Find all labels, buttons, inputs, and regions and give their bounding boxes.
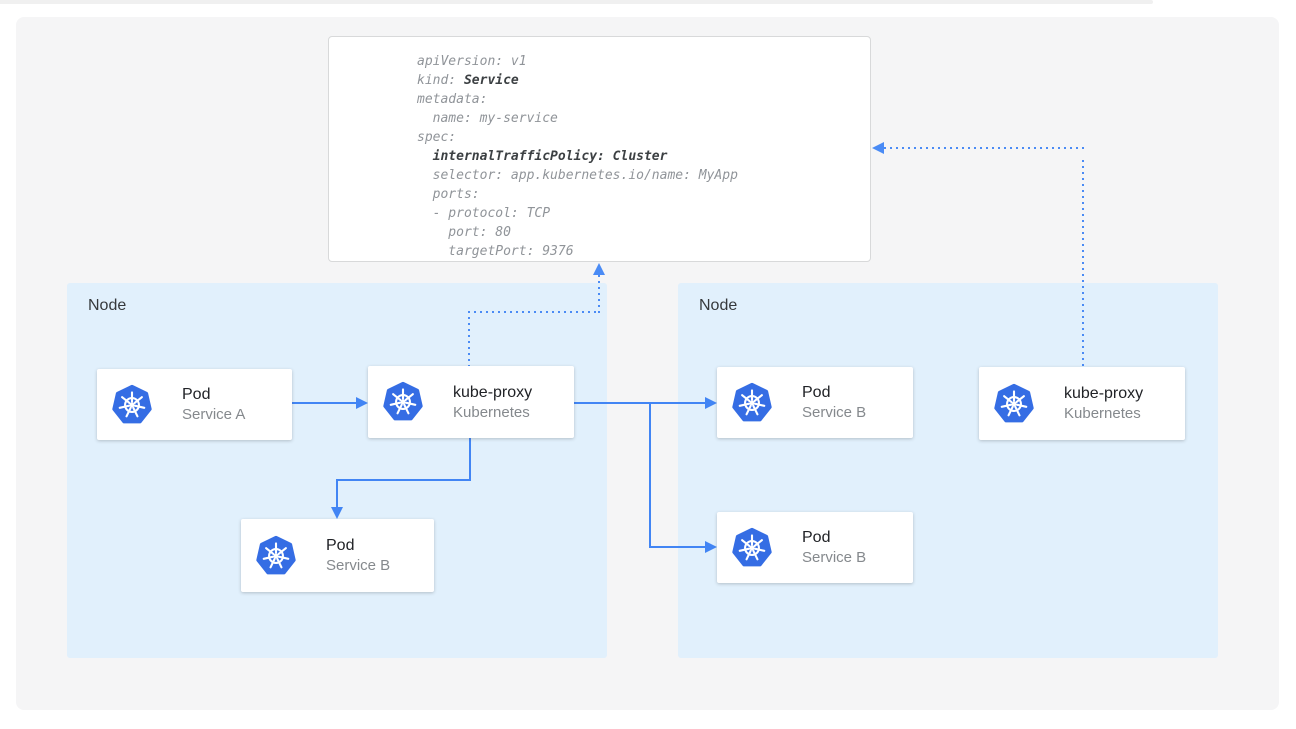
dotted-kubeproxy-right-segment: [468, 311, 600, 313]
card-subtitle: Service B: [802, 404, 867, 421]
card-title: Pod: [182, 386, 211, 403]
card-kube-proxy-left: kube-proxy Kubernetes: [368, 366, 574, 438]
arrow-pod-a-to-kubeproxy-head: [356, 397, 368, 409]
arrow-kubeproxy-to-pod-b2-head: [705, 541, 717, 553]
card-title: kube-proxy: [453, 383, 533, 401]
dotted-to-yaml-bottom-segment: [598, 275, 600, 313]
arrow-to-pod-bl-segment: [336, 479, 338, 509]
card-subtitle: Kubernetes: [453, 403, 530, 421]
card-title: Pod: [802, 529, 831, 546]
card-pod-service-a: Pod Service A: [97, 369, 292, 440]
kubernetes-icon: [256, 535, 296, 574]
kubernetes-icon: [732, 382, 772, 421]
card-subtitle: Service A: [182, 406, 246, 423]
arrow-branch-vertical: [649, 402, 651, 548]
node-left-label: Node: [88, 297, 127, 314]
arrow-pod-a-to-kubeproxy-line: [292, 402, 358, 404]
card-pod-service-b-right-1: Pod Service B: [717, 367, 913, 438]
yaml-line: name: my-service: [417, 111, 558, 126]
diagram-panel: apiVersion: v1 kind: Service metadata: n…: [16, 17, 1279, 710]
dotted-to-yaml-side-head: [872, 142, 884, 154]
card-kube-proxy-right: kube-proxy Kubernetes: [979, 367, 1185, 440]
yaml-line: targetPort: 9376: [417, 244, 574, 259]
card-subtitle: Service B: [326, 557, 391, 574]
arrow-to-pod-bl-head: [331, 507, 343, 519]
kubernetes-icon: [994, 383, 1034, 422]
kubernetes-icon: [732, 527, 772, 566]
dotted-kubeproxy-right-up-segment: [1082, 160, 1084, 367]
kubernetes-icon: [383, 381, 423, 421]
card-subtitle: Kubernetes: [1064, 405, 1141, 422]
dotted-to-yaml-side-segment: [884, 147, 1084, 149]
arrow-kubeproxy-to-pod-b1-line: [574, 402, 706, 404]
arrow-kubeproxy-left-segment: [336, 479, 471, 481]
card-title: Pod: [326, 537, 355, 554]
yaml-line: internalTrafficPolicy: Cluster: [432, 149, 668, 164]
arrow-kubeproxy-to-pod-b2-line: [649, 546, 707, 548]
yaml-line: kind: Service: [417, 73, 519, 88]
card-subtitle: Service B: [802, 549, 867, 566]
card-title: Pod: [802, 384, 831, 401]
top-scroll-strip: [0, 0, 1153, 4]
service-yaml-box: apiVersion: v1 kind: Service metadata: n…: [328, 36, 871, 262]
arrow-kubeproxy-to-pod-b1-head: [705, 397, 717, 409]
yaml-line: ports:: [417, 187, 480, 202]
card-pod-service-b-left: Pod Service B: [241, 519, 434, 592]
node-right-label: Node: [699, 297, 738, 314]
arrow-kubeproxy-down-segment: [469, 438, 471, 481]
yaml-line: apiVersion: v1: [417, 54, 527, 69]
yaml-line: port: 80: [417, 225, 511, 240]
card-pod-service-b-right-2: Pod Service B: [717, 512, 913, 583]
node-left: Node: [67, 283, 607, 658]
yaml-line: metadata:: [417, 92, 488, 107]
yaml-line: spec:: [417, 130, 457, 145]
card-title: kube-proxy: [1064, 385, 1144, 402]
kubernetes-icon: [112, 384, 152, 423]
yaml-line: selector: app.kubernetes.io/name: MyApp: [417, 168, 738, 183]
dotted-kubeproxy-up-segment: [468, 317, 470, 366]
dotted-to-yaml-bottom-head: [593, 263, 605, 275]
yaml-line: - protocol: TCP: [417, 206, 551, 221]
node-right: Node: [678, 283, 1218, 658]
